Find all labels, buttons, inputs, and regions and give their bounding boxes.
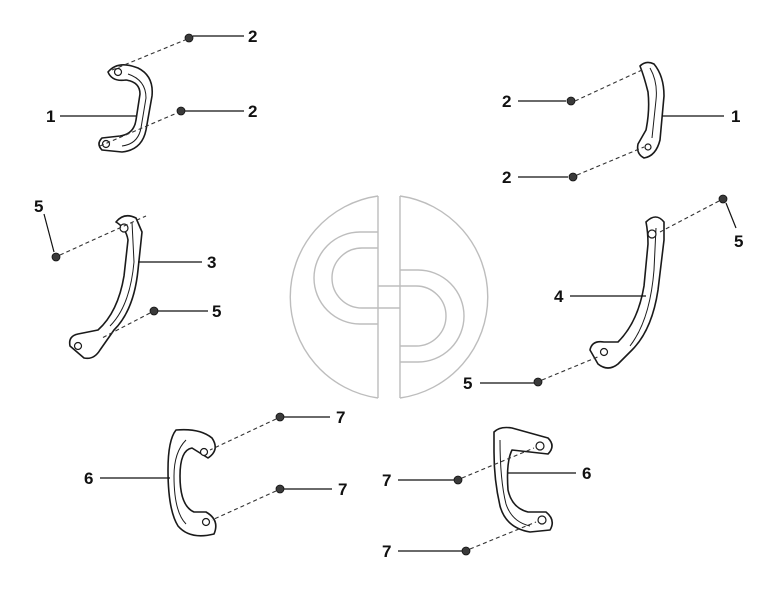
handle-part-6-right <box>493 426 554 533</box>
handle-part-6-left <box>167 428 217 537</box>
callout-2-top-left-lower: 2 <box>248 102 257 121</box>
bolt-group-part-2-left <box>99 33 194 147</box>
callout-5-mid-left-upper: 5 <box>34 197 43 216</box>
callout-5-mid-right-lower: 5 <box>463 374 472 393</box>
bolt-group-part-7-right <box>453 447 537 556</box>
bolt-group-part-7-left <box>209 412 285 521</box>
callout-6-bottom-left: 6 <box>84 469 93 488</box>
callout-1-top-left: 1 <box>46 107 55 126</box>
bolt-group-part-5-right <box>533 194 728 387</box>
handle-part-1-left <box>98 64 154 153</box>
callout-2-top-left-upper: 2 <box>248 27 257 46</box>
callout-7-bottom-left-lower: 7 <box>338 480 347 499</box>
callout-7-bottom-left-upper: 7 <box>336 408 345 427</box>
handle-part-3 <box>68 214 143 360</box>
callout-7-bottom-right-upper: 7 <box>382 471 391 490</box>
callout-7-bottom-right-lower: 7 <box>382 542 391 561</box>
callout-4: 4 <box>554 287 564 306</box>
callout-6-bottom-right: 6 <box>582 464 591 483</box>
callout-5-mid-left-lower: 5 <box>212 302 221 321</box>
callout-3: 3 <box>207 253 216 272</box>
brand-logo-watermark <box>289 195 489 399</box>
callout-1-top-right: 1 <box>731 107 740 126</box>
handle-part-1-right <box>636 61 665 159</box>
callout-5-mid-right-upper: 5 <box>734 232 743 251</box>
callout-2-top-right-upper: 2 <box>502 92 511 111</box>
callout-2-top-right-lower: 2 <box>502 168 511 187</box>
bolt-group-part-2-right <box>566 69 645 182</box>
handle-part-4 <box>589 216 665 369</box>
